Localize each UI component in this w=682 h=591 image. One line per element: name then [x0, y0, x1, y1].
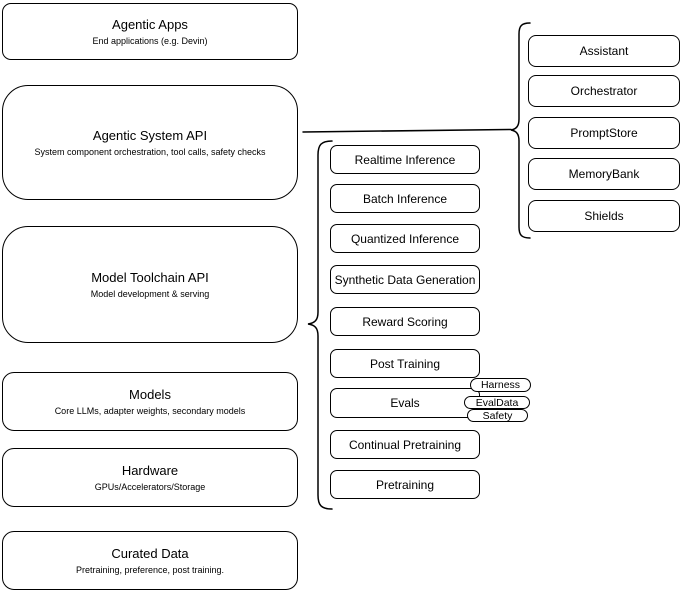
node-title: Agentic Apps: [112, 16, 188, 32]
node-label: Evals: [390, 396, 420, 410]
node-model-toolchain-api: Model Toolchain API Model development & …: [2, 226, 298, 343]
node-curated-data: Curated Data Pretraining, preference, po…: [2, 531, 298, 590]
node-label: Post Training: [369, 356, 441, 371]
node-title: Models: [129, 386, 171, 402]
node-agentic-apps: Agentic Apps End applications (e.g. Devi…: [2, 3, 298, 60]
node-title: Hardware: [121, 462, 179, 478]
node-reward-scoring: Reward Scoring: [330, 307, 480, 336]
node-label: Continual Pretraining: [348, 437, 462, 452]
node-synthetic-data-generation: Synthetic Data Generation: [330, 265, 480, 294]
node-label: Batch Inference: [362, 191, 448, 206]
node-label: Reward Scoring: [362, 314, 448, 329]
pill-safety: Safety: [467, 409, 528, 422]
pill-label: EvalData: [475, 396, 519, 409]
node-subtitle: End applications (e.g. Devin): [92, 35, 208, 46]
pill-evaldata: EvalData: [464, 396, 530, 409]
node-label: Pretraining: [375, 477, 435, 492]
node-post-training: Post Training: [330, 349, 480, 378]
node-label: Assistant: [579, 44, 629, 58]
node-evals: Evals: [330, 388, 480, 418]
pill-label: Harness: [480, 379, 521, 391]
node-pretraining: Pretraining: [330, 470, 480, 499]
node-subtitle: Model development & serving: [90, 288, 210, 299]
node-label: Synthetic Data Generation: [334, 272, 476, 287]
node-models: Models Core LLMs, adapter weights, secon…: [2, 372, 298, 431]
pill-harness: Harness: [470, 378, 531, 392]
node-promptstore: PromptStore: [528, 117, 680, 149]
node-memorybank: MemoryBank: [528, 158, 680, 190]
node-title: Curated Data: [111, 545, 189, 561]
node-subtitle: System component orchestration, tool cal…: [34, 146, 266, 157]
pill-label: Safety: [482, 409, 513, 422]
node-title: Agentic System API: [92, 127, 208, 143]
node-realtime-inference: Realtime Inference: [330, 145, 480, 174]
node-batch-inference: Batch Inference: [330, 184, 480, 213]
node-label: Realtime Inference: [354, 152, 456, 167]
node-subtitle: Core LLMs, adapter weights, secondary mo…: [54, 405, 246, 416]
node-continual-pretraining: Continual Pretraining: [330, 430, 480, 459]
toolchain-brace: [307, 140, 333, 510]
system-api-connector-line: [302, 128, 512, 133]
node-label: PromptStore: [570, 126, 638, 140]
node-label: Shields: [584, 209, 624, 223]
node-title: Model Toolchain API: [91, 269, 209, 285]
node-orchestrator: Orchestrator: [528, 75, 680, 107]
node-assistant: Assistant: [528, 35, 680, 67]
node-subtitle: Pretraining, preference, post training.: [75, 564, 225, 575]
node-label: MemoryBank: [568, 167, 640, 181]
node-agentic-system-api: Agentic System API System component orch…: [2, 85, 298, 200]
node-label: Quantized Inference: [350, 231, 460, 246]
node-label: Orchestrator: [570, 84, 638, 98]
node-subtitle: GPUs/Accelerators/Storage: [94, 481, 206, 492]
node-quantized-inference: Quantized Inference: [330, 224, 480, 253]
node-shields: Shields: [528, 200, 680, 232]
node-hardware: Hardware GPUs/Accelerators/Storage: [2, 448, 298, 507]
